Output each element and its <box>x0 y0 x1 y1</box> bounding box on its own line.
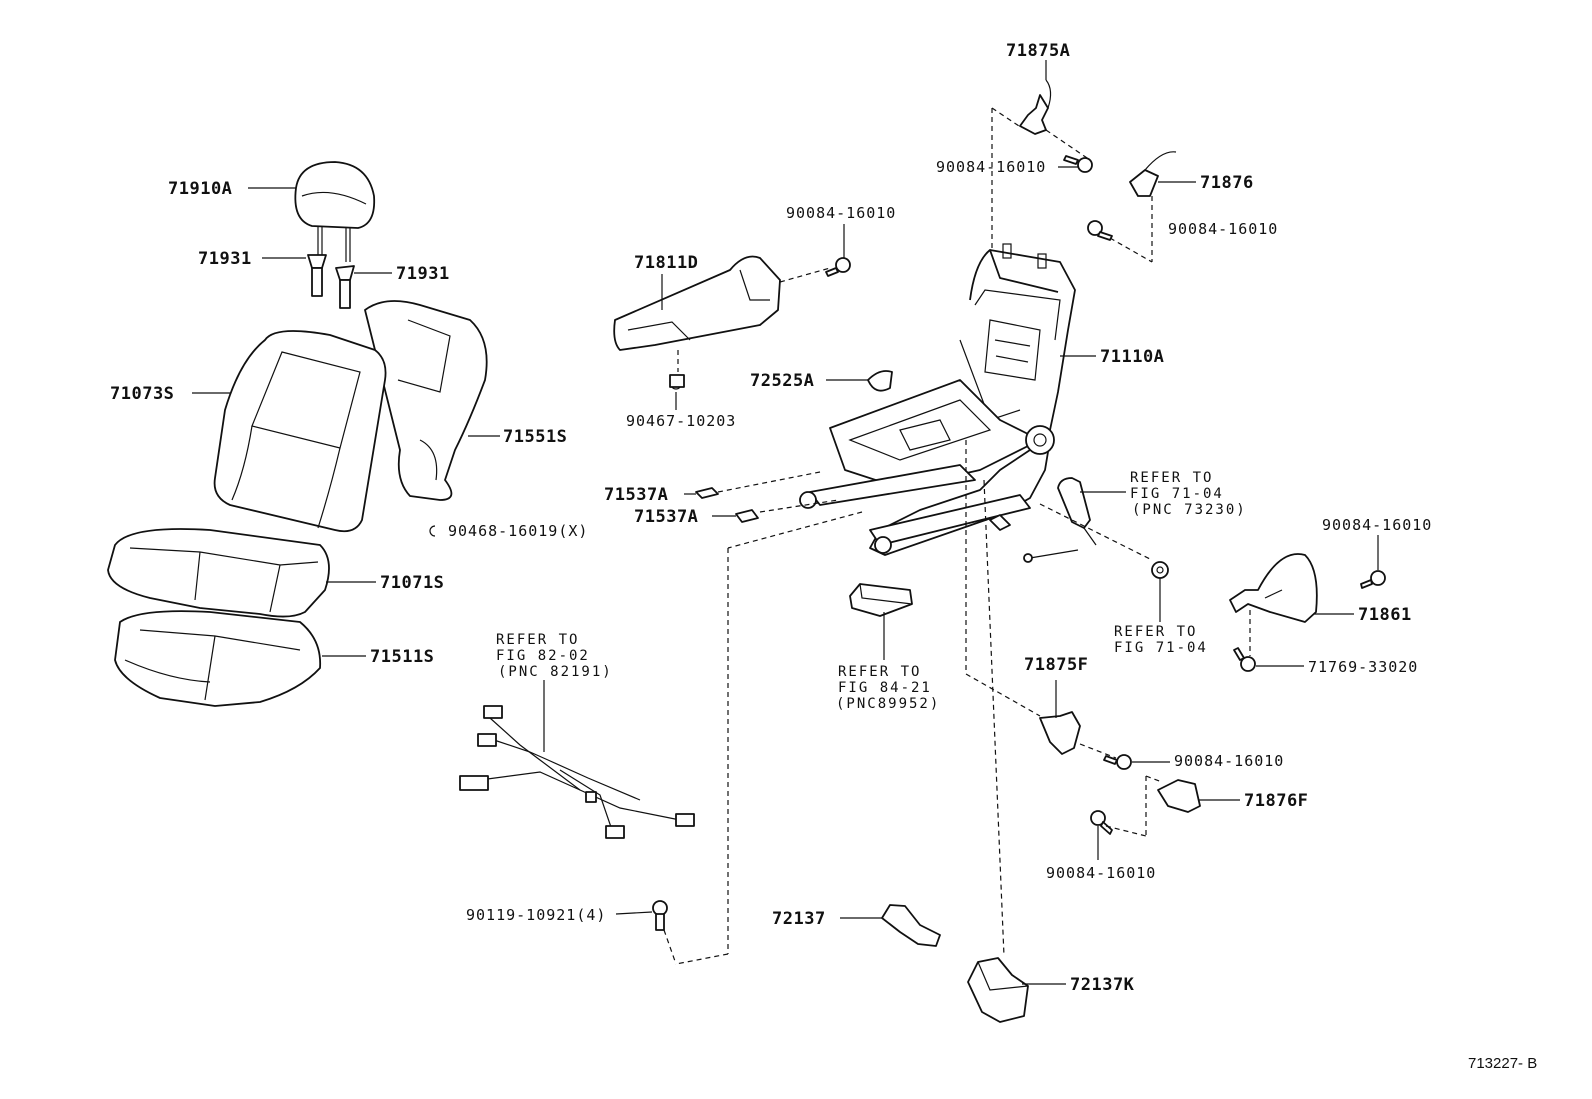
cushion-cover-drawing <box>107 528 330 618</box>
cover-71875f <box>1039 711 1081 755</box>
ref-8421-line3: (PNC89952) <box>836 696 940 712</box>
label-90084-e: 90084-16010 <box>1174 752 1284 770</box>
label-90468: 90468-16019(X) <box>448 522 588 540</box>
headrest-guide-right <box>335 265 355 309</box>
screw-90084-c <box>1087 220 1113 241</box>
ref-7104a-line2: FIG 71-04 <box>1130 486 1224 502</box>
label-71071S: 71071S <box>380 573 444 593</box>
ref-7104a-line3: (PNC 73230) <box>1132 502 1247 518</box>
label-71769: 71769-33020 <box>1308 658 1418 676</box>
ref-7104b-line1: REFER TO <box>1114 624 1197 640</box>
label-71875A: 71875A <box>1006 41 1070 61</box>
label-71537A-1: 71537A <box>604 485 668 505</box>
seat-frame-drawing <box>799 243 1076 556</box>
label-71910A: 71910A <box>168 179 232 199</box>
ref-8421-line2: FIG 84-21 <box>838 680 932 696</box>
cover-71876f <box>1157 779 1201 813</box>
cover-72137 <box>881 904 941 947</box>
screw-90084-b <box>1063 155 1093 173</box>
label-71537A-2: 71537A <box>634 507 698 527</box>
ref-8421-line1: REFER TO <box>838 664 921 680</box>
label-71551S: 71551S <box>503 427 567 447</box>
label-90084-f: 90084-16010 <box>1046 864 1156 882</box>
label-71931-right: 71931 <box>396 264 450 284</box>
ecu-drawing <box>849 583 913 617</box>
ref-8202-line1: REFER TO <box>496 632 579 648</box>
label-90084-a: 90084-16010 <box>786 204 896 222</box>
bolt-90119 <box>652 900 668 931</box>
shield-71861 <box>1229 553 1318 623</box>
screw-90084-d <box>1360 570 1386 589</box>
recliner-cover-71875a <box>1019 79 1052 135</box>
bolt-90468-icon <box>429 525 436 537</box>
part-labels: 71910A 71931 71931 71073S 71551S 90468-1… <box>110 41 1432 995</box>
figure-code: 713227- B <box>1468 1055 1537 1072</box>
ref-7104b-line2: FIG 71-04 <box>1114 640 1208 656</box>
cover-72137k <box>967 957 1029 1023</box>
label-90084-b: 90084-16010 <box>936 158 1046 176</box>
label-90084-d: 90084-16010 <box>1322 516 1432 534</box>
label-71511S: 71511S <box>370 647 434 667</box>
cover-71537a-1 <box>695 487 719 499</box>
label-71110A: 71110A <box>1100 347 1164 367</box>
label-71861: 71861 <box>1358 605 1412 625</box>
cushion-pad-drawing <box>114 610 322 707</box>
ref-8202-line3: (PNC 82191) <box>498 664 613 680</box>
screw-90084-e <box>1103 754 1132 770</box>
label-72525A: 72525A <box>750 371 814 391</box>
label-71876F: 71876F <box>1244 791 1308 811</box>
label-90084-c: 90084-16010 <box>1168 220 1278 238</box>
label-71931-left: 71931 <box>198 249 252 269</box>
label-71875F: 71875F <box>1024 655 1088 675</box>
side-shield-drawing <box>613 255 781 390</box>
leader-lines <box>192 60 1379 985</box>
label-71073S: 71073S <box>110 384 174 404</box>
label-72137: 72137 <box>772 909 826 929</box>
seatback-cover-drawing <box>213 330 387 533</box>
label-90467: 90467-10203 <box>626 412 736 430</box>
wire-harness-drawing <box>459 705 695 839</box>
screw-71769 <box>1233 647 1256 672</box>
headrest-guide-left <box>307 254 327 297</box>
recliner-cover-71876 <box>1129 151 1177 197</box>
cover-71537a-2 <box>735 509 759 523</box>
knob-drawing <box>867 370 893 392</box>
nut-buckle <box>1151 561 1169 579</box>
headrest-drawing <box>294 161 376 262</box>
label-71811D: 71811D <box>634 253 698 273</box>
screw-90084-f <box>1090 810 1113 835</box>
belt-buckle-drawing <box>1023 477 1097 563</box>
label-71876: 71876 <box>1200 173 1254 193</box>
ref-8202-line2: FIG 82-02 <box>496 648 590 664</box>
seatback-pad-drawing <box>364 300 488 501</box>
label-90119: 90119-10921(4) <box>466 906 606 924</box>
dashed-lines <box>663 107 1251 965</box>
label-72137K: 72137K <box>1070 975 1135 995</box>
ref-7104a-line1: REFER TO <box>1130 470 1213 486</box>
reference-notes: REFER TO FIG 71-04 (PNC 73230) REFER TO … <box>496 470 1247 712</box>
screw-90084-a <box>825 257 851 277</box>
